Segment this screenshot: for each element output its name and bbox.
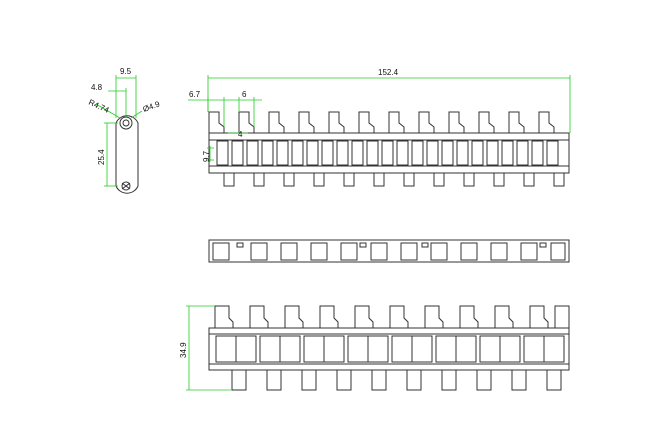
link-body xyxy=(115,115,139,194)
top-view-cells xyxy=(216,140,559,166)
dim-radius: R4.74 xyxy=(87,98,111,115)
bottom-view-body xyxy=(208,327,570,371)
dim-bottom-height: 34.9 xyxy=(179,342,188,358)
upper-hole-outer xyxy=(119,116,133,130)
middle-view-body xyxy=(208,239,570,263)
bottom-view-cells xyxy=(215,335,565,363)
dim-top-offset: 4.8 xyxy=(91,83,103,92)
upper-hole xyxy=(122,119,130,127)
dim-hole-diameter: Ø4.9 xyxy=(142,99,162,114)
dim-side-height: 25.4 xyxy=(97,149,106,165)
dim-total-length: 152.4 xyxy=(378,68,399,77)
dim-pitch-small: 6 xyxy=(242,90,247,99)
dim-rib-height: 9.7 xyxy=(202,150,211,162)
side-view: 9.5 4.8 R4.74 Ø4.9 25.4 xyxy=(87,67,162,194)
bottom-view: 34.9 xyxy=(179,305,570,391)
middle-view xyxy=(208,239,570,263)
lower-hole xyxy=(121,181,131,191)
dim-rib-small: 4 xyxy=(238,130,243,139)
dim-top-width: 9.5 xyxy=(120,67,132,76)
top-view: 152.4 6.7 6 4 9.7 xyxy=(188,68,571,187)
top-view-body xyxy=(208,132,570,174)
dim-pitch-offset: 6.7 xyxy=(189,90,201,99)
